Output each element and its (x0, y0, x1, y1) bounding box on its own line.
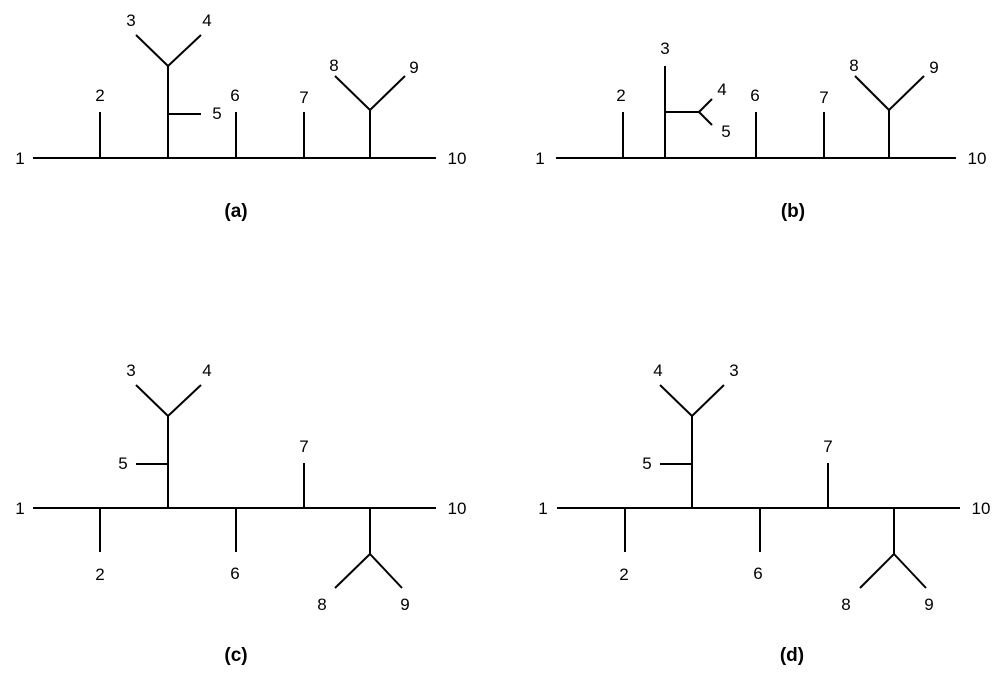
leaf-label-5: 5 (118, 454, 127, 473)
leaf-label-7: 7 (823, 437, 832, 456)
edge (691, 384, 725, 417)
leaf-label-4: 4 (202, 11, 211, 30)
leaf-label-9: 9 (924, 595, 933, 614)
leaf-label-5: 5 (212, 104, 221, 123)
leaf-label-7: 7 (819, 88, 828, 107)
edge (135, 384, 169, 417)
leaf-label-2: 2 (619, 565, 628, 584)
leaf-label-10: 10 (972, 499, 991, 518)
leaf-label-6: 6 (230, 564, 239, 583)
edge (369, 553, 403, 589)
tree-panel-d: 1 2 3 4 5 6 7 8 9 10 (d) (538, 361, 990, 666)
leaf-label-2: 2 (95, 86, 104, 105)
edge (859, 553, 895, 589)
leaf-label-1: 1 (15, 499, 24, 518)
leaf-label-1: 1 (535, 149, 544, 168)
tree-panel-c: 1 2 3 4 5 6 7 8 9 10 (c) (15, 361, 466, 666)
leaf-label-8: 8 (841, 595, 850, 614)
leaf-label-6: 6 (750, 86, 759, 105)
leaf-label-5: 5 (642, 454, 651, 473)
leaf-label-4: 4 (717, 80, 726, 99)
leaf-label-3: 3 (126, 361, 135, 380)
leaf-label-3: 3 (660, 39, 669, 58)
leaf-label-3: 3 (729, 361, 738, 380)
leaf-label-10: 10 (968, 149, 987, 168)
leaf-label-1: 1 (538, 499, 547, 518)
leaf-label-10: 10 (448, 499, 467, 518)
leaf-label-5: 5 (721, 122, 730, 141)
leaf-label-3: 3 (126, 11, 135, 30)
panel-caption: (d) (780, 645, 804, 666)
tree-panel-b: 1 2 3 4 5 6 7 8 9 10 (b) (535, 39, 986, 222)
leaf-label-7: 7 (299, 437, 308, 456)
leaf-label-9: 9 (409, 58, 418, 77)
edge (893, 553, 927, 589)
edge (659, 384, 693, 417)
edge (854, 75, 890, 111)
leaf-label-4: 4 (653, 361, 662, 380)
leaf-label-8: 8 (329, 56, 338, 75)
edge (135, 34, 169, 67)
leaf-label-9: 9 (929, 58, 938, 77)
leaf-label-10: 10 (448, 149, 467, 168)
leaf-label-6: 6 (230, 86, 239, 105)
leaf-label-6: 6 (753, 564, 762, 583)
edge (698, 111, 713, 126)
panel-caption: (b) (781, 201, 805, 222)
leaf-label-1: 1 (15, 149, 24, 168)
edge (888, 75, 925, 111)
tree-panel-a: 1 2 3 4 5 6 7 8 9 10 (a) (15, 11, 466, 222)
leaf-label-2: 2 (616, 86, 625, 105)
edge (167, 384, 202, 417)
leaf-label-8: 8 (317, 595, 326, 614)
panel-caption: (c) (224, 645, 247, 666)
leaf-label-7: 7 (299, 88, 308, 107)
leaf-label-8: 8 (849, 56, 858, 75)
leaf-label-2: 2 (95, 565, 104, 584)
leaf-label-4: 4 (202, 361, 211, 380)
edge (334, 75, 371, 111)
edge (167, 34, 202, 67)
leaf-label-9: 9 (400, 595, 409, 614)
panel-caption: (a) (224, 201, 247, 222)
edge (369, 75, 406, 111)
edge (698, 98, 713, 113)
edge (334, 553, 371, 589)
